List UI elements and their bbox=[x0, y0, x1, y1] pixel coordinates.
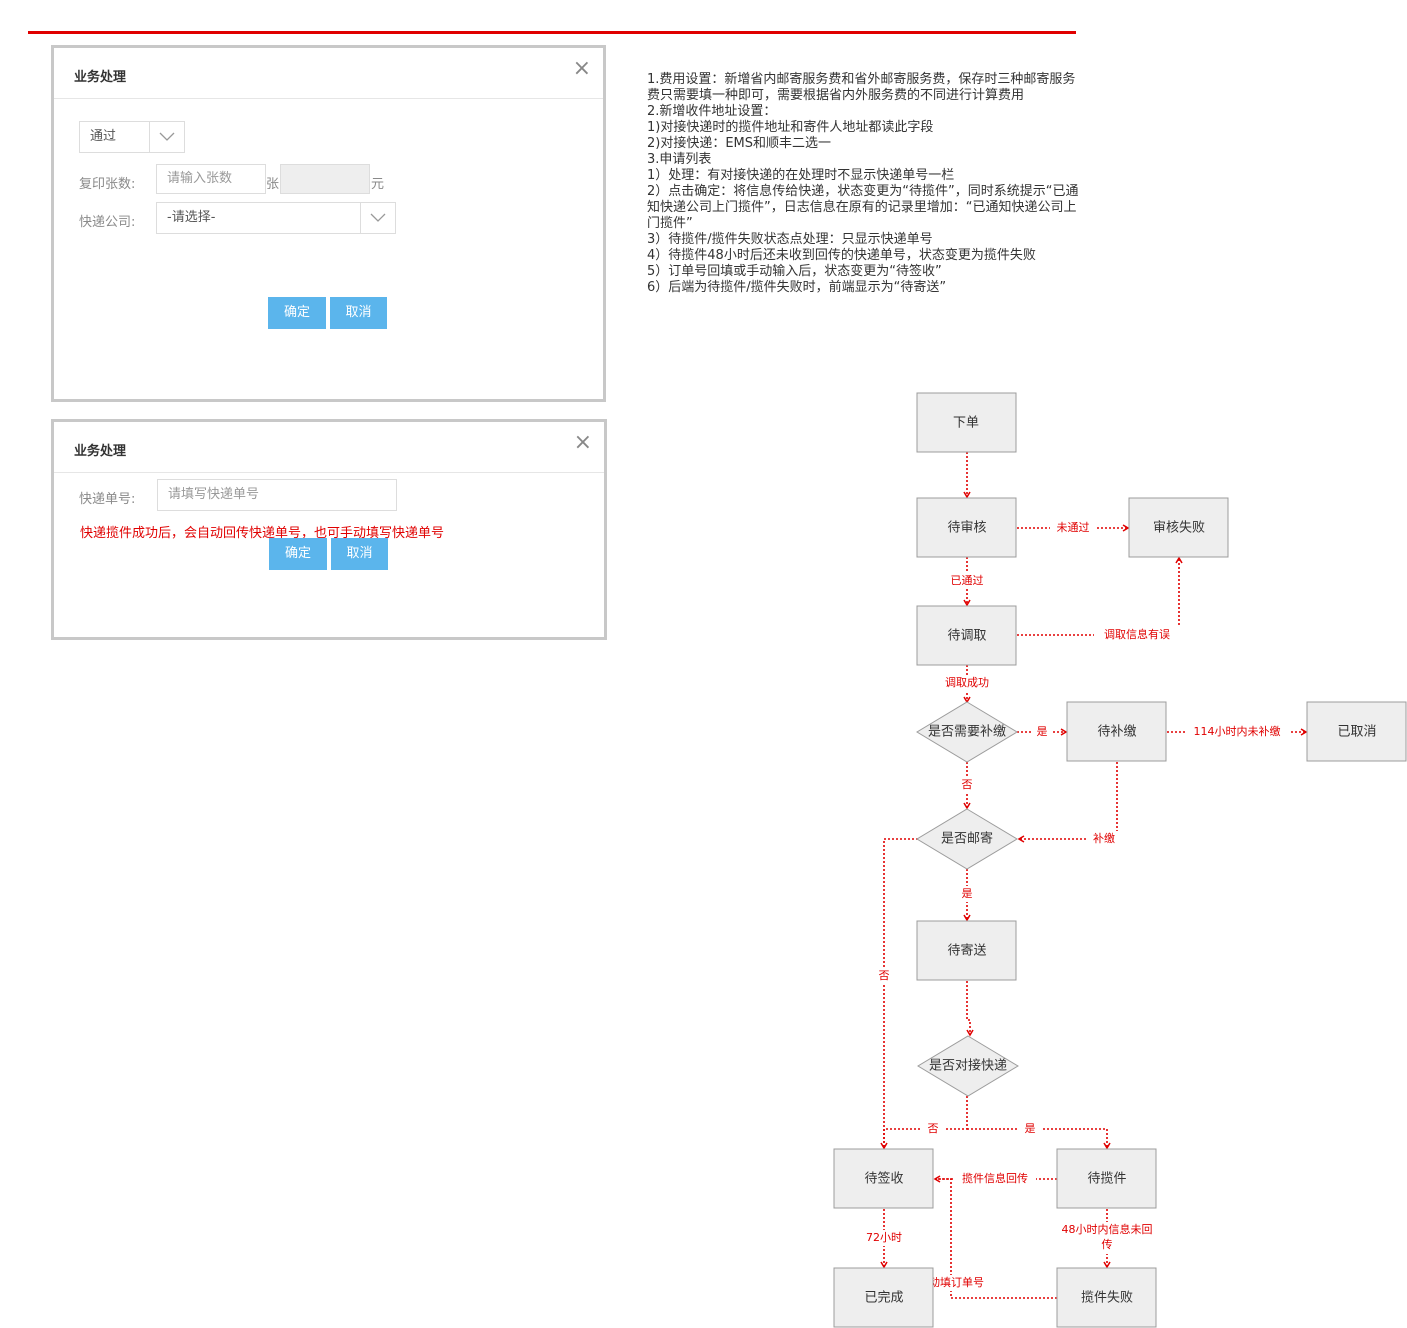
chevron-down-icon bbox=[149, 122, 184, 152]
tracking-label: 快递单号: bbox=[79, 492, 136, 507]
price-field bbox=[280, 164, 370, 194]
label-manual-fill: 手动填订单号 bbox=[918, 1275, 984, 1289]
confirm-button[interactable]: 确定 bbox=[268, 297, 326, 329]
node-pending-pickup: 待揽件 bbox=[1056, 1148, 1157, 1209]
label-passed: 已通过 bbox=[951, 574, 984, 587]
node-completed: 已完成 bbox=[833, 1267, 934, 1328]
label-mail-yes: 是 bbox=[962, 887, 973, 900]
edge-send-courier bbox=[966, 981, 974, 1037]
node-order-label: 下单 bbox=[953, 416, 979, 431]
node-pending-fetch: 待调取 bbox=[916, 605, 1017, 666]
note-line: 3）待揽件/揽件失败状态点处理：只显示快递单号 bbox=[647, 232, 933, 247]
note-line: 5）订单号回填或手动输入后，状态变更为“待签收” bbox=[647, 264, 942, 279]
node-completed-label: 已完成 bbox=[864, 1291, 903, 1306]
note-line: 费只需要填一种即可，需要根据省内外服务费的不同进行计算费用 bbox=[647, 88, 1025, 103]
close-icon[interactable]: × bbox=[573, 430, 592, 455]
node-review-failed-label: 审核失败 bbox=[1153, 521, 1205, 536]
dialog-divider bbox=[54, 472, 604, 473]
tracking-input[interactable]: 请填写快递单号 bbox=[157, 479, 397, 511]
label-mail-no: 否 bbox=[879, 969, 890, 982]
node-courier-integrated: 是否对接快递 bbox=[917, 1035, 1019, 1097]
note-line: 2)对接快递：EMS和顺丰二选一 bbox=[647, 136, 832, 151]
note-line: 门揽件” bbox=[647, 216, 693, 231]
note-line: 3.申请列表 bbox=[647, 152, 712, 167]
business-dialog-1: 业务处理 × 通过 复印张数: 请输入张数 张 元 快递公司: -请选择- 确定… bbox=[51, 45, 606, 402]
note-line: 1)对接快递时的揽件地址和寄件人地址都读此字段 bbox=[647, 120, 934, 135]
chevron-down-icon bbox=[360, 203, 395, 233]
requirement-notes: 1.费用设置：新增省内邮寄服务费和省外邮寄服务费，保存时三种邮寄服务 费只需要填… bbox=[647, 72, 1117, 296]
node-need-mail: 是否邮寄 bbox=[916, 808, 1018, 870]
label-fetch-success: 调取成功 bbox=[945, 676, 989, 689]
node-pending-sign: 待签收 bbox=[833, 1148, 934, 1209]
label-not-passed: 未通过 bbox=[1057, 521, 1090, 534]
cancel-button[interactable]: 取消 bbox=[330, 297, 387, 329]
top-red-rule bbox=[28, 31, 1076, 34]
label-need-no: 否 bbox=[962, 778, 973, 791]
node-need-supplement-label: 是否需要补缴 bbox=[928, 725, 1006, 740]
node-need-mail-label: 是否邮寄 bbox=[941, 831, 993, 847]
node-courier-integrated-label: 是否对接快递 bbox=[929, 1058, 1007, 1074]
edge-fetch-error bbox=[1017, 556, 1183, 636]
node-cancelled: 已取消 bbox=[1306, 701, 1407, 762]
node-review-failed: 审核失败 bbox=[1128, 497, 1229, 558]
node-pickup-failed-label: 揽件失败 bbox=[1081, 1290, 1133, 1306]
dialog-title: 业务处理 bbox=[74, 444, 127, 459]
label-paid: 补缴 bbox=[1093, 831, 1115, 845]
courier-label: 快递公司: bbox=[79, 215, 136, 230]
note-line: 6）后端为待揽件/揽件失败时，前端显示为“待寄送” bbox=[647, 280, 947, 295]
note-line: 4）待揽件48小时后还未收到回传的快递单号，状态变更为揽件失败 bbox=[647, 248, 1036, 263]
label-fetch-error: 调取信息有误 bbox=[1104, 627, 1170, 641]
node-pending-fetch-label: 待调取 bbox=[947, 629, 986, 644]
label-48h-line2: 传 bbox=[1102, 1238, 1113, 1251]
node-pending-pickup-label: 待揽件 bbox=[1087, 1171, 1126, 1187]
edge-mail-no bbox=[880, 838, 918, 1150]
label-unpaid-114h: 114小时内未补缴 bbox=[1194, 724, 1281, 738]
copies-label: 复印张数: bbox=[79, 177, 136, 192]
note-line: 1）处理：有对接快递的在处理时不显示快递单号一栏 bbox=[647, 168, 955, 183]
dialog-divider bbox=[54, 98, 603, 99]
node-pending-supplement-label: 待补缴 bbox=[1097, 725, 1136, 740]
node-pickup-failed: 揽件失败 bbox=[1056, 1267, 1157, 1328]
note-line: 知快递公司上门揽件”，日志信息在原有的记录里增加：“已通知快递公司上 bbox=[647, 200, 1077, 215]
label-courier-no: 否 bbox=[928, 1122, 939, 1135]
flow-edge-labels: 未通过 已通过 调取信息有误 调取成功 是 114小时内未补缴 否 补缴 是 否… bbox=[861, 520, 1289, 1291]
confirm-button[interactable]: 确定 bbox=[269, 538, 327, 570]
close-icon[interactable]: × bbox=[572, 56, 591, 81]
edge-courier-yes bbox=[967, 1128, 1111, 1150]
note-line: 1.费用设置：新增省内邮寄服务费和省外邮寄服务费，保存时三种邮寄服务 bbox=[647, 72, 1076, 87]
copies-input[interactable]: 请输入张数 bbox=[156, 164, 266, 194]
cancel-button[interactable]: 取消 bbox=[331, 538, 388, 570]
label-pickup-info: 揽件信息回传 bbox=[962, 1171, 1028, 1185]
node-pending-send: 待寄送 bbox=[916, 920, 1017, 981]
label-courier-yes: 是 bbox=[1025, 1122, 1036, 1135]
dialog-title: 业务处理 bbox=[74, 70, 127, 85]
courier-select[interactable]: -请选择- bbox=[156, 202, 396, 234]
note-line: 2.新增收件地址设置： bbox=[647, 104, 777, 119]
node-need-supplement: 是否需要补缴 bbox=[916, 701, 1018, 763]
node-cancelled-label: 已取消 bbox=[1337, 725, 1376, 740]
node-pending-send-label: 待寄送 bbox=[947, 943, 986, 959]
node-order: 下单 bbox=[916, 392, 1017, 453]
price-unit: 元 bbox=[371, 177, 385, 192]
status-select-value: 通过 bbox=[90, 129, 117, 144]
status-select[interactable]: 通过 bbox=[79, 121, 185, 153]
edge-paid bbox=[1017, 762, 1118, 843]
courier-select-value: -请选择- bbox=[167, 210, 216, 225]
node-pending-sign-label: 待签收 bbox=[864, 1171, 903, 1187]
label-need-yes: 是 bbox=[1037, 725, 1048, 738]
node-pending-supplement: 待补缴 bbox=[1066, 701, 1167, 762]
note-line: 2）点击确定：将信息传给快递，状态变更为“待揽件”，同时系统提示“已通 bbox=[647, 184, 1079, 199]
node-pending-review-label: 待审核 bbox=[947, 521, 986, 536]
edge-manual-fill bbox=[937, 1178, 1057, 1299]
tracking-hint: 快递揽件成功后，会自动回传快递单号，也可手动填写快递单号 bbox=[80, 526, 445, 541]
node-pending-review: 待审核 bbox=[916, 497, 1017, 558]
copies-unit: 张 bbox=[266, 177, 280, 192]
edge-courier-no bbox=[883, 1096, 968, 1148]
business-dialog-2: 业务处理 × 快递单号: 请填写快递单号 快递揽件成功后，会自动回传快递单号，也… bbox=[51, 419, 607, 640]
label-48h-line1: 48小时内信息未回 bbox=[1062, 1222, 1153, 1236]
label-72h: 72小时 bbox=[866, 1231, 902, 1244]
